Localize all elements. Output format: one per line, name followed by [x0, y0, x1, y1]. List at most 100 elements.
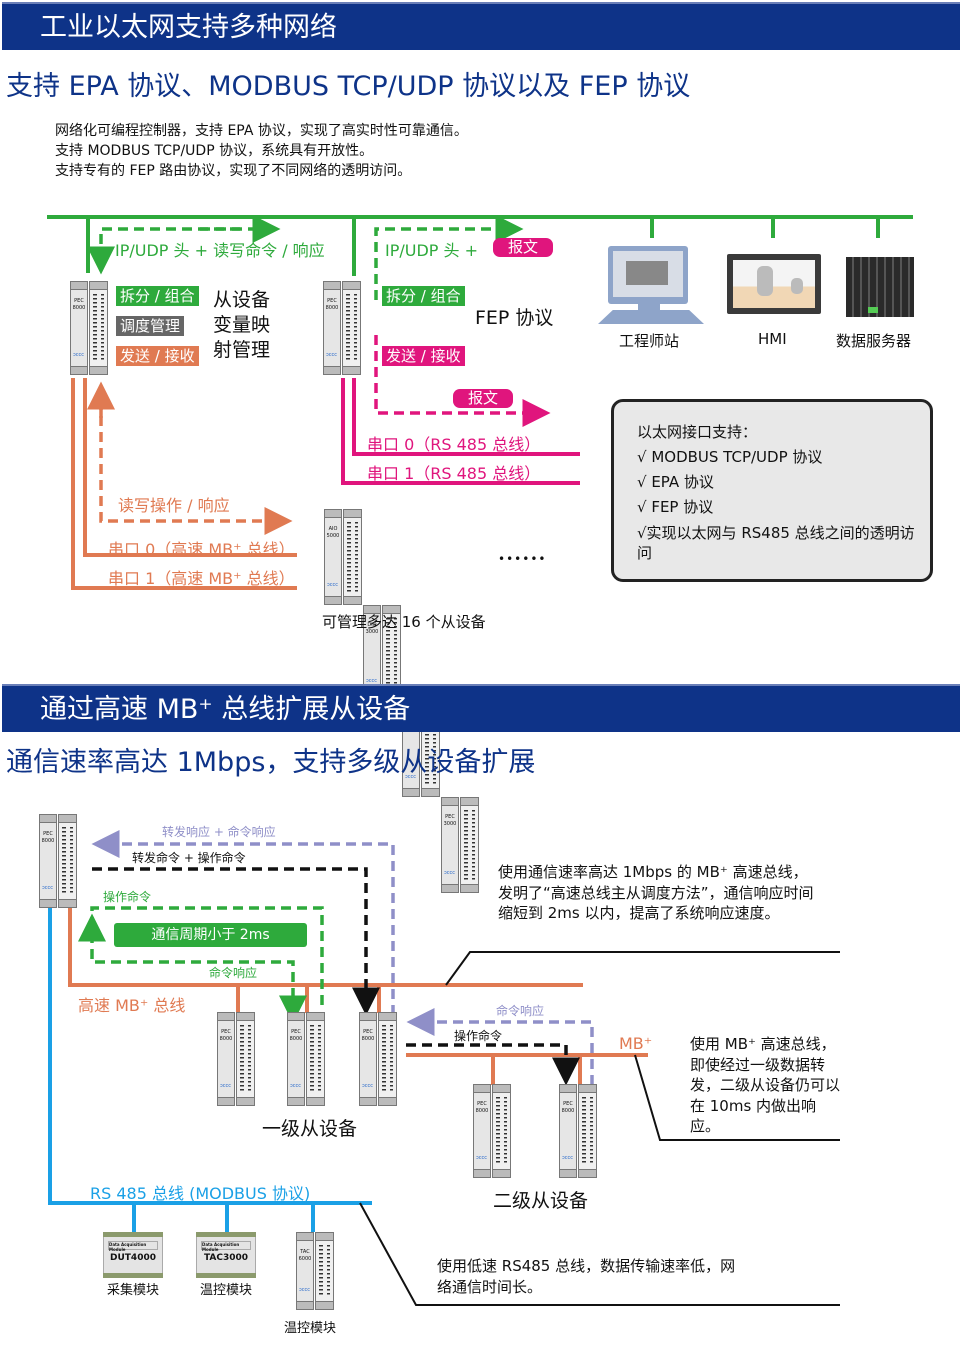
slave-rack-caption: 可管理多达 16 个从设备	[322, 613, 486, 631]
tac6000-caption: 温控模块	[284, 1321, 337, 1336]
sub-operate-arrow	[406, 1043, 580, 1086]
command-response-label: 命令响应	[209, 966, 258, 980]
forward-command-arrow	[92, 867, 380, 1016]
infobox-item: √实现以太网与 RS485 总线之间的透明访问	[637, 524, 915, 562]
mb-speed-note: 使用通信速率高达 1Mbps 的 MB⁺ 高速总线，发明了“高速总线主从调度方法…	[498, 863, 814, 922]
section1-intro: 网络化可编程控制器，支持 EPA 协议，实现了高实时性可靠通信。 支持 MODB…	[55, 121, 468, 181]
description-line: 变量映	[213, 314, 271, 336]
description-line: 射管理	[213, 339, 271, 361]
plc-io-slice	[89, 281, 108, 375]
sub-operate-command-label: 操作命令	[454, 1029, 503, 1043]
level2-caption: 二级从设备	[493, 1190, 589, 1212]
read-write-arrow	[99, 400, 293, 535]
rs485-bus-label: RS 485 总线 (MODBUS 协议)	[90, 1184, 311, 1203]
mb-bus	[68, 905, 648, 1085]
tac3000-module[interactable]: Data Acquisition Module TAC3000	[196, 1232, 256, 1278]
tac3000-caption: 温控模块	[200, 1283, 253, 1298]
rs485-note: 使用低速 RS485 总线，数据传输速率低，网络通信时间长。	[437, 1257, 736, 1296]
plc-io-slice	[236, 1012, 255, 1106]
fep-protocol-label: FEP 协议	[475, 307, 554, 329]
plc-io-slice	[306, 1012, 325, 1106]
intro-line: 网络化可编程控制器，支持 EPA 协议，实现了高实时性可靠通信。	[55, 123, 468, 139]
intro-line: 支持专有的 FEP 路由协议，实现了不同网络的透明访问。	[55, 163, 412, 179]
hmi-panel-icon[interactable]	[727, 254, 821, 314]
send-receive-tag: 发送 / 接收	[116, 346, 199, 366]
callout-lines	[359, 951, 840, 1306]
intro-line: 支持 MODBUS TCP/UDP 协议，系统具有开放性。	[55, 143, 374, 159]
right-ethernet-label: IP/UDP 头 +	[385, 241, 479, 260]
plc-io-slice	[342, 281, 361, 375]
description-line: 从设备	[213, 289, 271, 311]
mb-serial-lines	[71, 378, 297, 590]
split-combine-tag: 拆分 / 组合	[116, 286, 199, 306]
mb-short-label: MB⁺	[619, 1034, 653, 1053]
section2-banner: 通过高速 MB⁺ 总线扩展从设备	[2, 684, 960, 732]
forward-command-label: 转发命令 + 操作命令	[132, 851, 246, 865]
infobox-item: √ MODBUS TCP/UDP 协议	[637, 448, 823, 466]
module-model: DUT4000	[110, 1253, 156, 1263]
rs485-serial-lines	[341, 378, 580, 485]
workstation-icon[interactable]	[598, 246, 704, 324]
fep-message-arrow	[374, 335, 551, 427]
infobox-item: √ EPA 协议	[637, 473, 714, 491]
mb-bus-label: 高速 MB⁺ 总线	[78, 996, 186, 1015]
server-caption: 数据服务器	[836, 332, 912, 350]
section1-subtitle: 支持 EPA 协议、MODBUS TCP/UDP 协议以及 FEP 协议	[6, 71, 691, 102]
message-pill: 报文	[493, 238, 553, 257]
split-combine-tag: 拆分 / 组合	[382, 286, 465, 306]
left-ethernet-arrow	[87, 227, 240, 275]
forward-response-label: 转发响应 + 命令响应	[162, 825, 276, 839]
serial-port-1-rs485: 串口 1（RS 485 总线）	[367, 464, 541, 483]
read-write-label: 读写操作 / 响应	[118, 496, 230, 515]
sub-response-arrow	[406, 1008, 594, 1085]
forward-response-arrow	[91, 830, 395, 1015]
workstation-caption: 工程师站	[619, 332, 680, 350]
sub-command-response-label: 命令响应	[496, 1004, 545, 1018]
module-header: Data Acquisition Module	[108, 1241, 158, 1252]
level1-caption: 一级从设备	[262, 1118, 358, 1140]
server-rack-icon[interactable]	[846, 257, 914, 317]
infobox-title: 以太网接口支持：	[637, 423, 758, 441]
section1-banner: 工业以太网支持多种网络	[2, 2, 960, 50]
module-model: TAC3000	[203, 1253, 249, 1263]
serial-port-0-rs485: 串口 0（RS 485 总线）	[367, 435, 541, 454]
dut4000-module[interactable]: Data Acquisition Module DUT4000	[103, 1232, 163, 1278]
operate-command-label: 操作命令	[103, 890, 152, 904]
plc-io-slice	[460, 797, 479, 893]
plc-io-slice	[343, 509, 362, 605]
ethernet-support-box: 以太网接口支持： √ MODBUS TCP/UDP 协议 √ EPA 协议 √ …	[611, 399, 933, 582]
infobox-item: √ FEP 协议	[637, 498, 714, 516]
dispatch-management-tag: 调度管理	[116, 316, 185, 336]
